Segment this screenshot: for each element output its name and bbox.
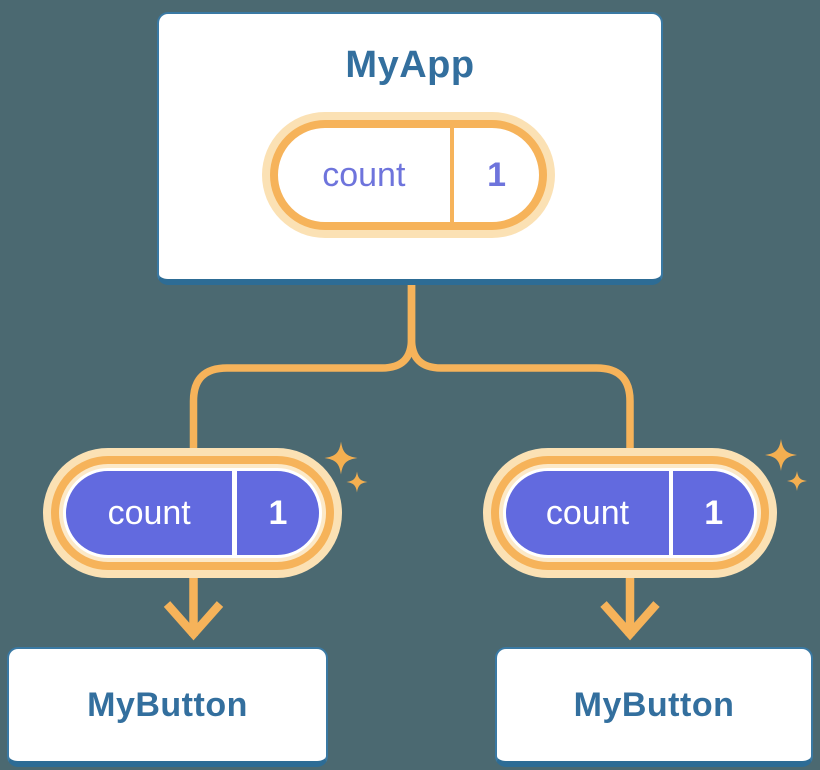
component-card-mybutton-right: MyButton	[495, 647, 813, 767]
pill-ring: count 1	[51, 456, 334, 570]
state-label: count	[107, 493, 191, 532]
sparkle-icon	[787, 471, 807, 491]
tree-branch-right	[407, 284, 634, 478]
state-value: 1	[487, 155, 507, 194]
pill-capsule: count 1	[503, 468, 757, 558]
component-title: MyApp	[345, 44, 475, 86]
sparkle-icon	[765, 439, 797, 471]
state-label: count	[545, 493, 630, 532]
component-title: MyButton	[87, 685, 248, 724]
state-pill-mybutton-right: count 1	[483, 448, 777, 578]
state-value: 1	[704, 493, 724, 532]
pill-divider	[449, 128, 455, 222]
state-label: count	[322, 155, 406, 194]
state-pill-mybutton-left: count 1	[43, 448, 342, 578]
state-value: 1	[268, 493, 288, 532]
sparkle-icon	[346, 471, 368, 493]
state-pill-myapp: count 1	[262, 112, 555, 238]
component-title: MyButton	[573, 685, 735, 724]
pill-ring: count 1	[270, 120, 547, 230]
pill-divider	[668, 471, 674, 555]
component-card-myapp: MyApp	[157, 12, 663, 285]
pill-divider	[232, 471, 237, 555]
component-card-mybutton-left: MyButton	[7, 647, 328, 767]
pill-ring: count 1	[491, 456, 769, 570]
pill-capsule: count 1	[63, 468, 322, 558]
sparkle-icon	[324, 441, 358, 475]
